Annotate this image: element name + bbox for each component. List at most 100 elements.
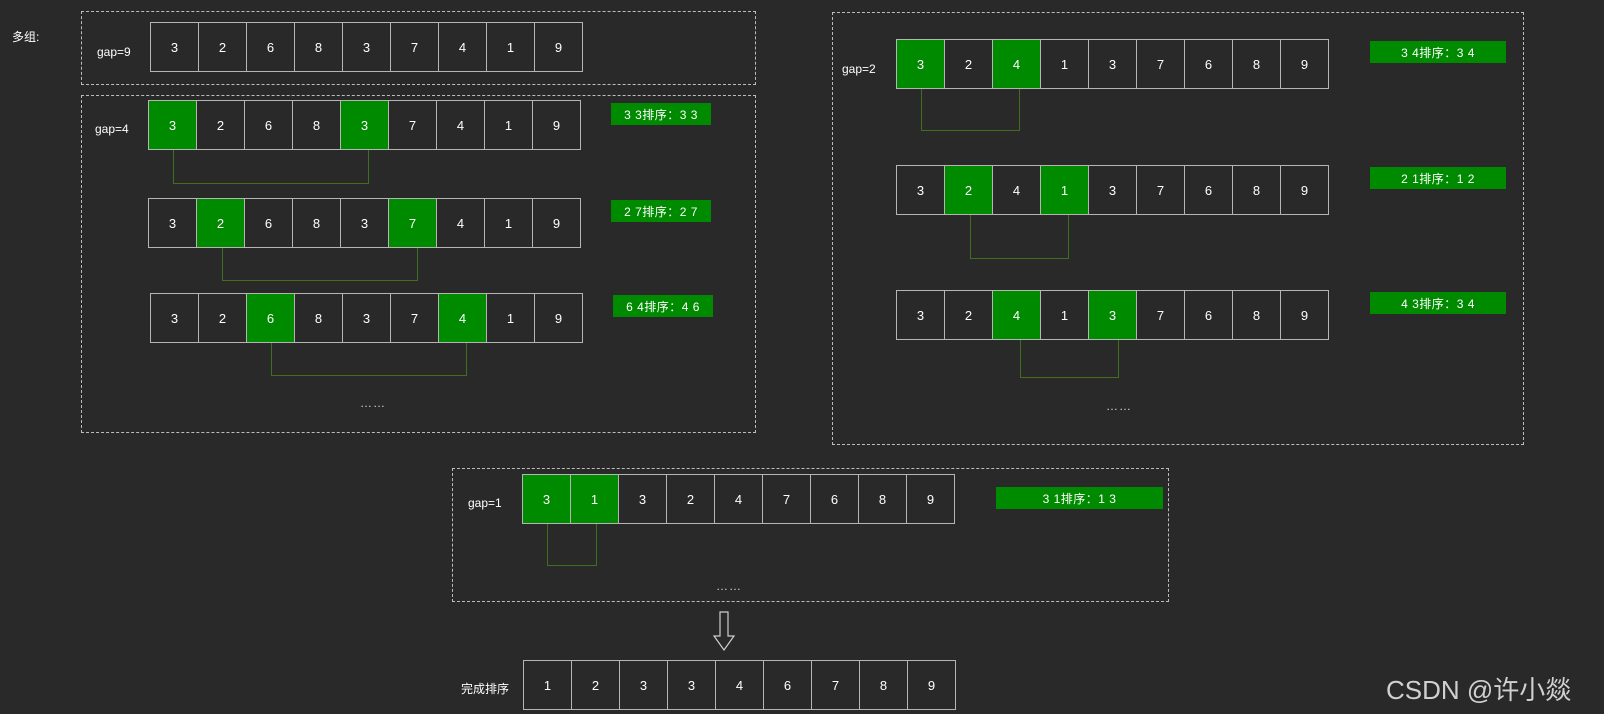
sort-badge: 2 1排序：1 2 xyxy=(1370,167,1506,189)
array-cell-highlighted: 1 xyxy=(1040,165,1089,215)
array-cell: 8 xyxy=(292,198,341,248)
array-cell: 6 xyxy=(763,660,812,710)
pair-connector xyxy=(173,150,369,184)
sort-badge: 6 4排序：4 6 xyxy=(613,295,713,317)
array-cell: 8 xyxy=(858,474,907,524)
array-cell: 2 xyxy=(196,100,245,150)
gap1-group xyxy=(452,468,1169,602)
array-cell-highlighted: 3 xyxy=(1088,290,1137,340)
array-cell: 9 xyxy=(534,22,583,72)
sort-badge: 3 1排序：1 3 xyxy=(996,487,1163,509)
array-cell: 9 xyxy=(1280,39,1329,89)
array-cell: 7 xyxy=(762,474,811,524)
array-cell: 3 xyxy=(619,660,668,710)
gap2-group xyxy=(832,12,1524,445)
pair-connector xyxy=(921,89,1020,131)
array-cell: 9 xyxy=(534,293,583,343)
array-cell-highlighted: 3 xyxy=(148,100,197,150)
array-cell-highlighted: 7 xyxy=(388,198,437,248)
array-cell: 3 xyxy=(150,293,199,343)
final-label: 完成排序 xyxy=(461,682,510,696)
array-cell: 6 xyxy=(1184,290,1233,340)
gap2-array-3: 3 2 4 1 3 7 6 8 9 xyxy=(896,290,1329,340)
sort-badge: 3 4排序：3 4 xyxy=(1370,41,1506,63)
arrow-down-icon xyxy=(713,611,735,651)
array-cell-highlighted: 2 xyxy=(944,165,993,215)
array-cell: 6 xyxy=(244,100,293,150)
array-cell: 1 xyxy=(523,660,572,710)
array-cell: 4 xyxy=(992,165,1041,215)
gap2-array-1: 3 2 4 1 3 7 6 8 9 xyxy=(896,39,1329,89)
gap1-label: gap=1 xyxy=(468,496,502,510)
array-cell: 1 xyxy=(486,22,535,72)
array-cell: 3 xyxy=(340,198,389,248)
array-cell: 4 xyxy=(714,474,763,524)
ellipsis: …… xyxy=(360,396,386,410)
array-cell-highlighted: 4 xyxy=(992,39,1041,89)
array-cell: 9 xyxy=(532,100,581,150)
array-cell-highlighted: 6 xyxy=(246,293,295,343)
array-cell: 7 xyxy=(1136,39,1185,89)
array-cell-highlighted: 4 xyxy=(438,293,487,343)
gap4-label: gap=4 xyxy=(95,122,129,136)
ellipsis: …… xyxy=(716,579,742,593)
pair-connector xyxy=(271,343,467,376)
array-cell: 3 xyxy=(342,293,391,343)
gap9-array: 3 2 6 8 3 7 4 1 9 xyxy=(150,22,583,72)
array-cell: 2 xyxy=(666,474,715,524)
array-cell: 7 xyxy=(1136,290,1185,340)
array-cell: 7 xyxy=(1136,165,1185,215)
array-cell: 1 xyxy=(486,293,535,343)
array-cell: 3 xyxy=(150,22,199,72)
gap9-label: gap=9 xyxy=(97,45,131,59)
array-cell: 4 xyxy=(436,198,485,248)
array-cell: 7 xyxy=(390,293,439,343)
array-cell: 6 xyxy=(810,474,859,524)
array-cell: 1 xyxy=(1040,39,1089,89)
array-cell: 3 xyxy=(342,22,391,72)
watermark: CSDN @许小燚 xyxy=(1386,675,1572,705)
array-cell: 1 xyxy=(484,100,533,150)
array-cell: 3 xyxy=(896,290,945,340)
array-cell: 1 xyxy=(1040,290,1089,340)
array-cell: 4 xyxy=(436,100,485,150)
gap4-array-3: 3 2 6 8 3 7 4 1 9 xyxy=(150,293,583,343)
array-cell: 2 xyxy=(571,660,620,710)
array-cell: 6 xyxy=(246,22,295,72)
sort-badge: 2 7排序：2 7 xyxy=(611,200,711,222)
gap4-array-2: 3 2 6 8 3 7 4 1 9 xyxy=(148,198,581,248)
gap4-array-1: 3 2 6 8 3 7 4 1 9 xyxy=(148,100,581,150)
array-cell: 2 xyxy=(944,39,993,89)
array-cell-highlighted: 3 xyxy=(522,474,571,524)
array-cell: 6 xyxy=(1184,39,1233,89)
array-cell-highlighted: 2 xyxy=(196,198,245,248)
array-cell: 9 xyxy=(906,474,955,524)
gap2-label: gap=2 xyxy=(842,62,876,76)
array-cell: 2 xyxy=(944,290,993,340)
array-cell-highlighted: 4 xyxy=(992,290,1041,340)
array-cell: 7 xyxy=(388,100,437,150)
array-cell: 4 xyxy=(438,22,487,72)
pair-connector xyxy=(222,248,418,281)
array-cell: 8 xyxy=(1232,165,1281,215)
final-array: 1 2 3 3 4 6 7 8 9 xyxy=(523,660,956,710)
array-cell: 3 xyxy=(148,198,197,248)
array-cell: 2 xyxy=(198,293,247,343)
array-cell: 7 xyxy=(390,22,439,72)
pair-connector xyxy=(970,215,1069,259)
array-cell: 3 xyxy=(896,165,945,215)
gap4-group xyxy=(81,95,756,433)
array-cell: 9 xyxy=(907,660,956,710)
array-cell: 3 xyxy=(667,660,716,710)
array-cell: 1 xyxy=(484,198,533,248)
array-cell: 3 xyxy=(618,474,667,524)
page-title: 多组: xyxy=(12,30,40,44)
array-cell: 2 xyxy=(198,22,247,72)
array-cell: 7 xyxy=(811,660,860,710)
sort-badge: 3 3排序：3 3 xyxy=(611,103,711,125)
sort-badge: 4 3排序：3 4 xyxy=(1370,292,1506,314)
array-cell: 8 xyxy=(1232,290,1281,340)
array-cell: 8 xyxy=(292,100,341,150)
array-cell: 8 xyxy=(294,22,343,72)
gap9-group xyxy=(81,11,756,85)
